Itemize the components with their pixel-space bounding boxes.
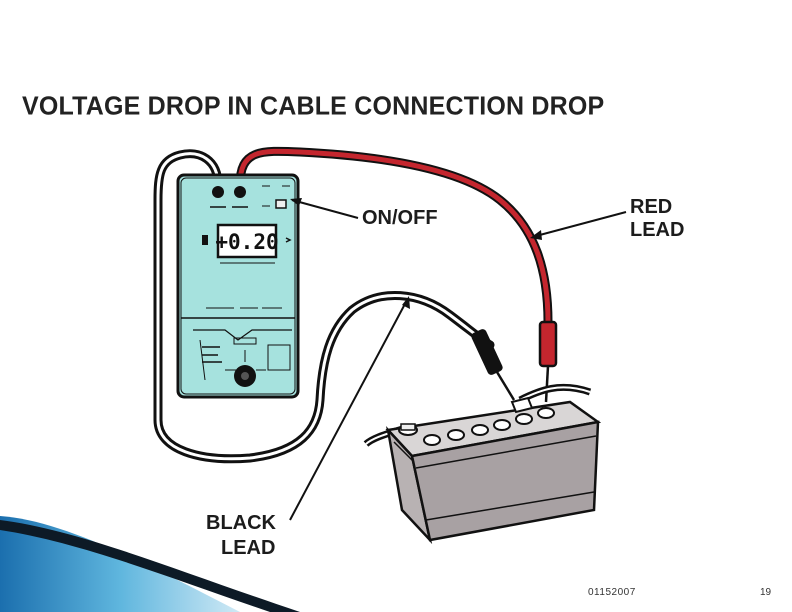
on-off-switch bbox=[275, 199, 287, 209]
on-off-label: ON/OFF bbox=[362, 207, 438, 229]
black-lead-label-line1: BLACK bbox=[206, 512, 276, 534]
slide-title: VOLTAGE DROP IN CABLE CONNECTION DROP bbox=[22, 91, 605, 121]
corner-dark-swoosh bbox=[0, 520, 300, 612]
red-lead-label-line1: RED bbox=[630, 196, 673, 218]
on-off-arrow bbox=[291, 199, 359, 219]
black-lead-arrow bbox=[289, 301, 407, 521]
positive-terminal bbox=[510, 396, 534, 414]
footer-date-code: 01152007 bbox=[588, 587, 636, 598]
footer-page-number: 19 bbox=[760, 587, 772, 598]
volt-jack bbox=[234, 186, 246, 198]
battery bbox=[385, 396, 602, 545]
black-lead-label-line2: LEAD bbox=[221, 537, 276, 559]
red-probe bbox=[538, 320, 558, 403]
meter-display bbox=[216, 223, 278, 259]
black-probe bbox=[471, 329, 516, 401]
leader-arrows bbox=[289, 198, 627, 521]
meter-reading: +0.20 bbox=[215, 230, 278, 254]
red-lead-arrow bbox=[535, 211, 627, 237]
battery-side bbox=[410, 420, 600, 542]
multimeter: +0.20 bbox=[176, 173, 300, 399]
common-jack bbox=[212, 186, 224, 198]
red-lead-label-line2: LEAD bbox=[630, 219, 685, 241]
cell-caps bbox=[423, 407, 555, 446]
